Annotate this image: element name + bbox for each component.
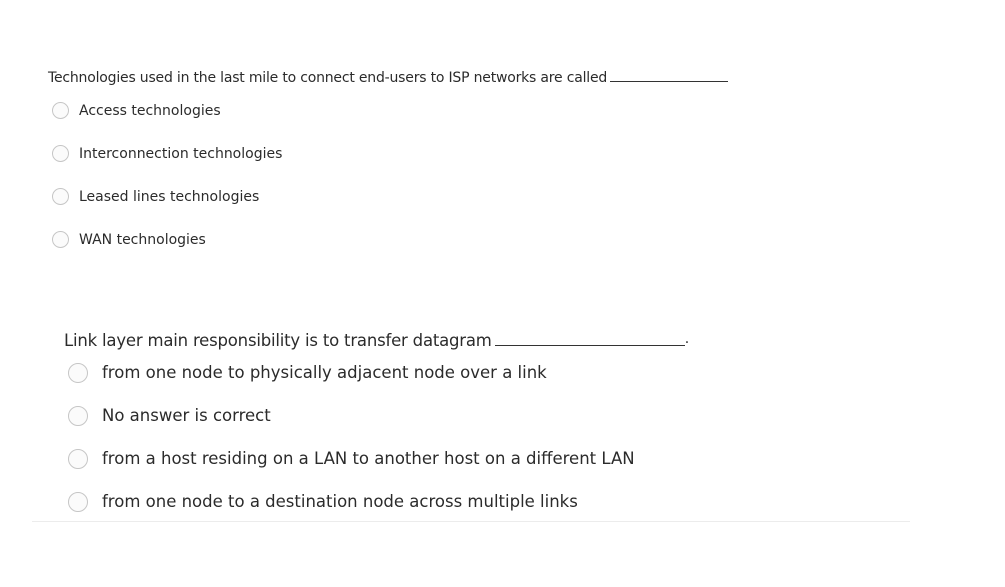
divider	[32, 521, 910, 522]
option-label: Leased lines technologies	[79, 188, 260, 205]
option-label: from one node to a destination node acro…	[102, 492, 578, 511]
option-label: No answer is correct	[102, 406, 271, 425]
option-label: Interconnection technologies	[79, 145, 283, 162]
radio-button-icon[interactable]	[52, 231, 69, 248]
answer-options: Access technologies Interconnection tech…	[48, 89, 908, 261]
answer-option[interactable]: from one node to physically adjacent nod…	[64, 351, 924, 394]
answer-options: from one node to physically adjacent nod…	[64, 351, 924, 523]
answer-option[interactable]: from a host residing on a LAN to another…	[64, 437, 924, 480]
answer-option[interactable]: No answer is correct	[64, 394, 924, 437]
answer-option[interactable]: WAN technologies	[48, 218, 908, 261]
answer-blank	[610, 81, 729, 82]
question-stem: Technologies used in the last mile to co…	[48, 62, 908, 86]
question-1: Technologies used in the last mile to co…	[48, 62, 908, 261]
question-stem: Link layer main responsibility is to tra…	[64, 322, 924, 350]
answer-option[interactable]: Interconnection technologies	[48, 132, 908, 175]
question-2: Link layer main responsibility is to tra…	[64, 322, 924, 523]
answer-option[interactable]: Access technologies	[48, 89, 908, 132]
answer-option[interactable]: Leased lines technologies	[48, 175, 908, 218]
radio-button-icon[interactable]	[52, 188, 69, 205]
answer-option[interactable]: from one node to a destination node acro…	[64, 480, 924, 523]
question-text: Technologies used in the last mile to co…	[48, 70, 608, 86]
question-text: Link layer main responsibility is to tra…	[64, 331, 492, 350]
radio-button-icon[interactable]	[68, 405, 88, 426]
radio-button-icon[interactable]	[52, 102, 69, 119]
option-label: from one node to physically adjacent nod…	[102, 363, 547, 382]
radio-button-icon[interactable]	[68, 448, 88, 469]
radio-button-icon[interactable]	[52, 145, 69, 162]
option-label: Access technologies	[79, 102, 221, 119]
option-label: WAN technologies	[79, 231, 206, 248]
radio-button-icon[interactable]	[68, 362, 88, 383]
answer-blank	[494, 345, 685, 346]
radio-button-icon[interactable]	[68, 491, 88, 512]
question-trailing-punctuation: .	[684, 331, 689, 347]
option-label: from a host residing on a LAN to another…	[102, 449, 635, 468]
